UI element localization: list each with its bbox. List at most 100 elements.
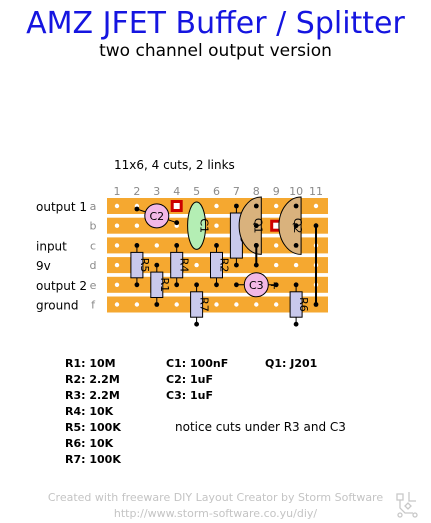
resistor-r7-label: R7 <box>198 297 211 312</box>
wire-link-pad <box>313 302 319 307</box>
transistor-q2-pin <box>293 203 299 209</box>
cut-note: notice cuts under R3 and C3 <box>175 420 346 434</box>
wire-link-pad <box>313 223 319 229</box>
strip-hole <box>174 302 179 307</box>
strip-hole <box>293 262 299 268</box>
strip-hole <box>234 302 239 307</box>
transistor-q1-label: Q1 <box>251 218 264 234</box>
strip-hole <box>114 262 120 268</box>
resistor-r1-body <box>150 271 164 299</box>
page-subtitle: two channel output version <box>99 41 332 61</box>
row-letter: f <box>91 299 96 312</box>
diy-logo-icon <box>396 492 418 518</box>
column-number: 3 <box>153 185 160 198</box>
row-label: ground <box>36 299 78 313</box>
row-letter: c <box>90 239 96 252</box>
track-cut-center <box>273 222 280 229</box>
layout-info: 11x6, 4 cuts, 2 links <box>114 158 235 172</box>
resistor-r7-body <box>190 291 204 318</box>
column-number: 9 <box>273 185 280 198</box>
capacitor-c2-pad <box>134 206 140 212</box>
transistor-q1-pin <box>253 223 259 229</box>
strip-hole <box>214 302 219 307</box>
column-number: 8 <box>253 185 260 198</box>
column-number: 7 <box>233 185 240 198</box>
resistor-r2-pad <box>214 282 219 288</box>
parts-resistor-2: R2: 2.2M <box>65 373 120 386</box>
wire-link-pad <box>253 262 259 268</box>
resistor-r1-label: R1 <box>158 277 171 292</box>
resistor-r4-pad <box>174 243 180 248</box>
resistor-r4-pad <box>174 282 180 288</box>
column-number: 5 <box>193 185 200 198</box>
footer-credit: Created with freeware DIY Layout Creator… <box>47 491 384 504</box>
strip-hole <box>114 243 120 248</box>
resistor-r6-label: R6 <box>297 297 310 312</box>
resistor-r1-pad <box>154 262 160 268</box>
row-label: 9v <box>36 259 51 273</box>
transistor-q2-label: Q2 <box>291 218 304 234</box>
strip-hole <box>194 262 199 268</box>
strip-hole <box>114 223 120 228</box>
capacitor-c2-pad <box>174 220 180 226</box>
row-letter: b <box>90 220 97 233</box>
row-label: input <box>36 239 67 253</box>
strip-hole <box>274 262 279 268</box>
capacitor-c3-body <box>243 272 269 298</box>
resistor-r7-pad <box>194 282 200 288</box>
resistor-r6-pad <box>293 282 299 288</box>
resistor-r5-pad <box>134 282 140 288</box>
parts-resistor-3: R3: 2.2M <box>65 389 120 402</box>
capacitor-c2-label: C2 <box>149 210 164 223</box>
parts-capacitor-2: C2: 1uF <box>166 373 213 386</box>
column-number: 2 <box>133 185 140 198</box>
row-letter: a <box>90 200 97 213</box>
strip-hole <box>114 282 120 287</box>
row-letter: d <box>90 259 97 272</box>
resistor-r7-pad <box>194 321 200 327</box>
strip-hole <box>274 243 279 248</box>
parts-resistor-5: R5: 100K <box>65 421 121 434</box>
parts-resistor-1: R1: 10M <box>65 357 116 370</box>
capacitor-c3-label: C3 <box>249 279 264 292</box>
parts-resistor-6: R6: 10K <box>65 437 114 450</box>
row-letter: e <box>90 279 97 292</box>
track-cut-center <box>173 203 180 209</box>
transistor-q1-body <box>238 196 262 255</box>
transistor-q2-pin <box>293 223 299 229</box>
strip-hole <box>214 223 219 228</box>
parts-transistor-1: Q1: J201 <box>265 357 318 370</box>
page-title: AMZ JFET Buffer / Splitter <box>26 6 405 41</box>
strip-hole <box>114 203 120 209</box>
row-label: output 1 <box>36 200 87 214</box>
capacitor-c3-pad <box>234 282 239 288</box>
parts-resistor-4: R4: 10K <box>65 405 114 418</box>
strip-hole <box>134 223 140 228</box>
capacitor-c1-label: C1 <box>198 218 211 233</box>
strip-hole <box>114 302 120 307</box>
resistor-r3-pad <box>234 262 239 268</box>
c3-polarity-mark: + <box>270 279 279 292</box>
resistor-r5-body <box>130 251 144 279</box>
capacitor-c2-body <box>144 203 170 229</box>
resistor-r6-body <box>289 291 303 318</box>
resistor-r4-label: R4 <box>178 258 191 273</box>
resistor-r4-body <box>170 251 184 279</box>
strip-hole <box>134 302 140 307</box>
transistor-q2-body <box>278 196 302 255</box>
resistor-r1-pad <box>154 302 160 307</box>
strip-hole <box>214 203 219 209</box>
strip-hole <box>254 302 259 307</box>
resistor-r6-pad <box>293 321 299 327</box>
strip-hole <box>154 243 159 248</box>
strip-hole <box>313 203 319 209</box>
footer-url: http://www.storm-software.co.yu/diy/ <box>113 507 318 520</box>
parts-capacitor-1: C1: 100nF <box>166 357 229 370</box>
row-label: output 2 <box>36 279 87 293</box>
strip-hole <box>274 203 279 209</box>
capacitor-c3-pad <box>273 282 279 288</box>
wire-link-pad <box>253 243 259 248</box>
resistor-r2-label: R2 <box>218 258 231 273</box>
column-number: 11 <box>309 185 323 198</box>
